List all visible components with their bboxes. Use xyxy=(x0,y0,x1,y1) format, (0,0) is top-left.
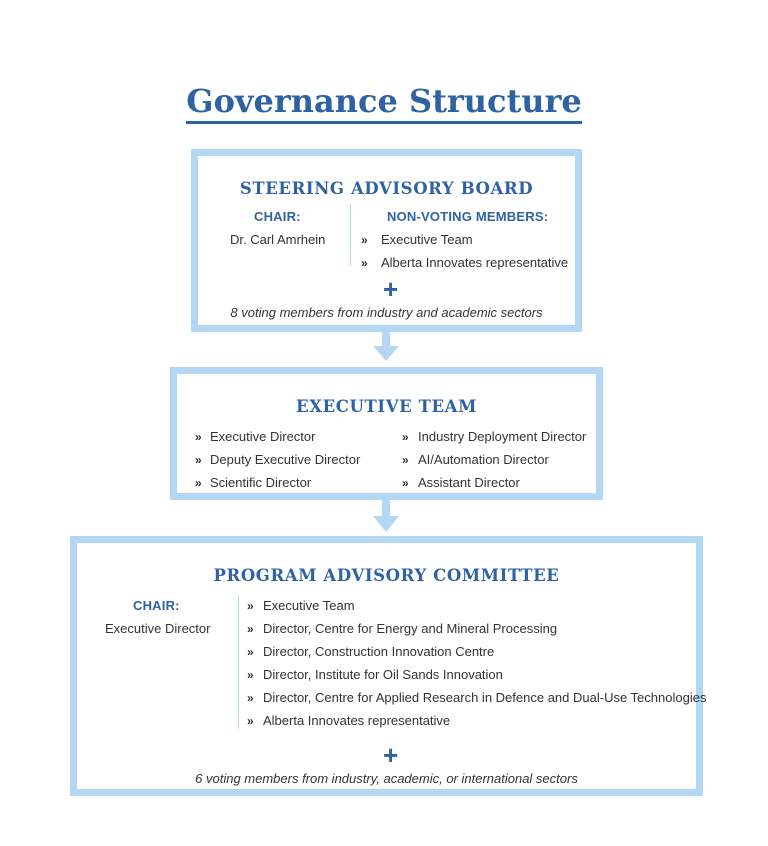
program-divider xyxy=(238,595,239,729)
steering-divider xyxy=(350,204,351,266)
program-committee-heading: PROGRAM ADVISORY COMMITTEE xyxy=(213,566,560,585)
arrow-down-icon xyxy=(373,332,399,361)
program-voting-note: 6 voting members from industry, academic… xyxy=(195,771,578,786)
steering-chair-label: CHAIR: xyxy=(254,209,301,224)
bullet-icon: » xyxy=(247,622,254,636)
arrow-down-icon xyxy=(373,500,399,532)
bullet-icon: » xyxy=(195,476,202,490)
nonvoting-item: Alberta Innovates representative xyxy=(381,255,569,270)
executive-item: Executive Director xyxy=(210,429,316,444)
executive-item: Assistant Director xyxy=(418,475,520,490)
bullet-icon: » xyxy=(402,430,409,444)
bullet-icon: » xyxy=(247,599,254,613)
program-item: Director, Centre for Energy and Mineral … xyxy=(263,621,558,636)
steering-advisory-board-box: STEERING ADVISORY BOARD CHAIR: Dr. Carl … xyxy=(191,149,582,332)
program-chair-name: Executive Director xyxy=(105,621,211,636)
bullet-icon: » xyxy=(247,691,254,705)
executive-item: Scientific Director xyxy=(210,475,312,490)
nonvoting-members-label: NON-VOTING MEMBERS: xyxy=(387,209,549,224)
nonvoting-item: Executive Team xyxy=(381,232,473,247)
bullet-icon: » xyxy=(247,714,254,728)
steering-board-heading: STEERING ADVISORY BOARD xyxy=(239,179,534,198)
bullet-icon: » xyxy=(195,430,202,444)
program-item: Alberta Innovates representative xyxy=(263,713,451,728)
program-chair-label: CHAIR: xyxy=(133,598,180,613)
bullet-icon: » xyxy=(247,668,254,682)
program-item: Director, Institute for Oil Sands Innova… xyxy=(263,667,503,682)
steering-chair-name: Dr. Carl Amrhein xyxy=(230,232,326,247)
program-advisory-committee-box: PROGRAM ADVISORY COMMITTEE CHAIR: Execut… xyxy=(70,536,707,796)
steering-voting-note: 8 voting members from industry and acade… xyxy=(230,305,543,320)
program-item: Director, Centre for Applied Research in… xyxy=(263,690,707,705)
executive-item: Deputy Executive Director xyxy=(210,452,361,467)
page-title: Governance Structure xyxy=(0,82,768,124)
bullet-icon: » xyxy=(247,645,254,659)
executive-team-heading: EXECUTIVE TEAM xyxy=(296,397,477,416)
bullet-icon: » xyxy=(195,453,202,467)
program-item: Director, Construction Innovation Centre xyxy=(263,644,495,659)
bullet-icon: » xyxy=(402,453,409,467)
executive-team-box: EXECUTIVE TEAM » Executive Director » De… xyxy=(170,367,603,500)
program-item: Executive Team xyxy=(263,598,355,613)
executive-item: AI/Automation Director xyxy=(418,452,549,467)
plus-icon: + xyxy=(383,274,399,304)
executive-item: Industry Deployment Director xyxy=(418,429,587,444)
bullet-icon: » xyxy=(361,256,368,270)
bullet-icon: » xyxy=(361,233,368,247)
bullet-icon: » xyxy=(402,476,409,490)
plus-icon: + xyxy=(383,740,399,770)
